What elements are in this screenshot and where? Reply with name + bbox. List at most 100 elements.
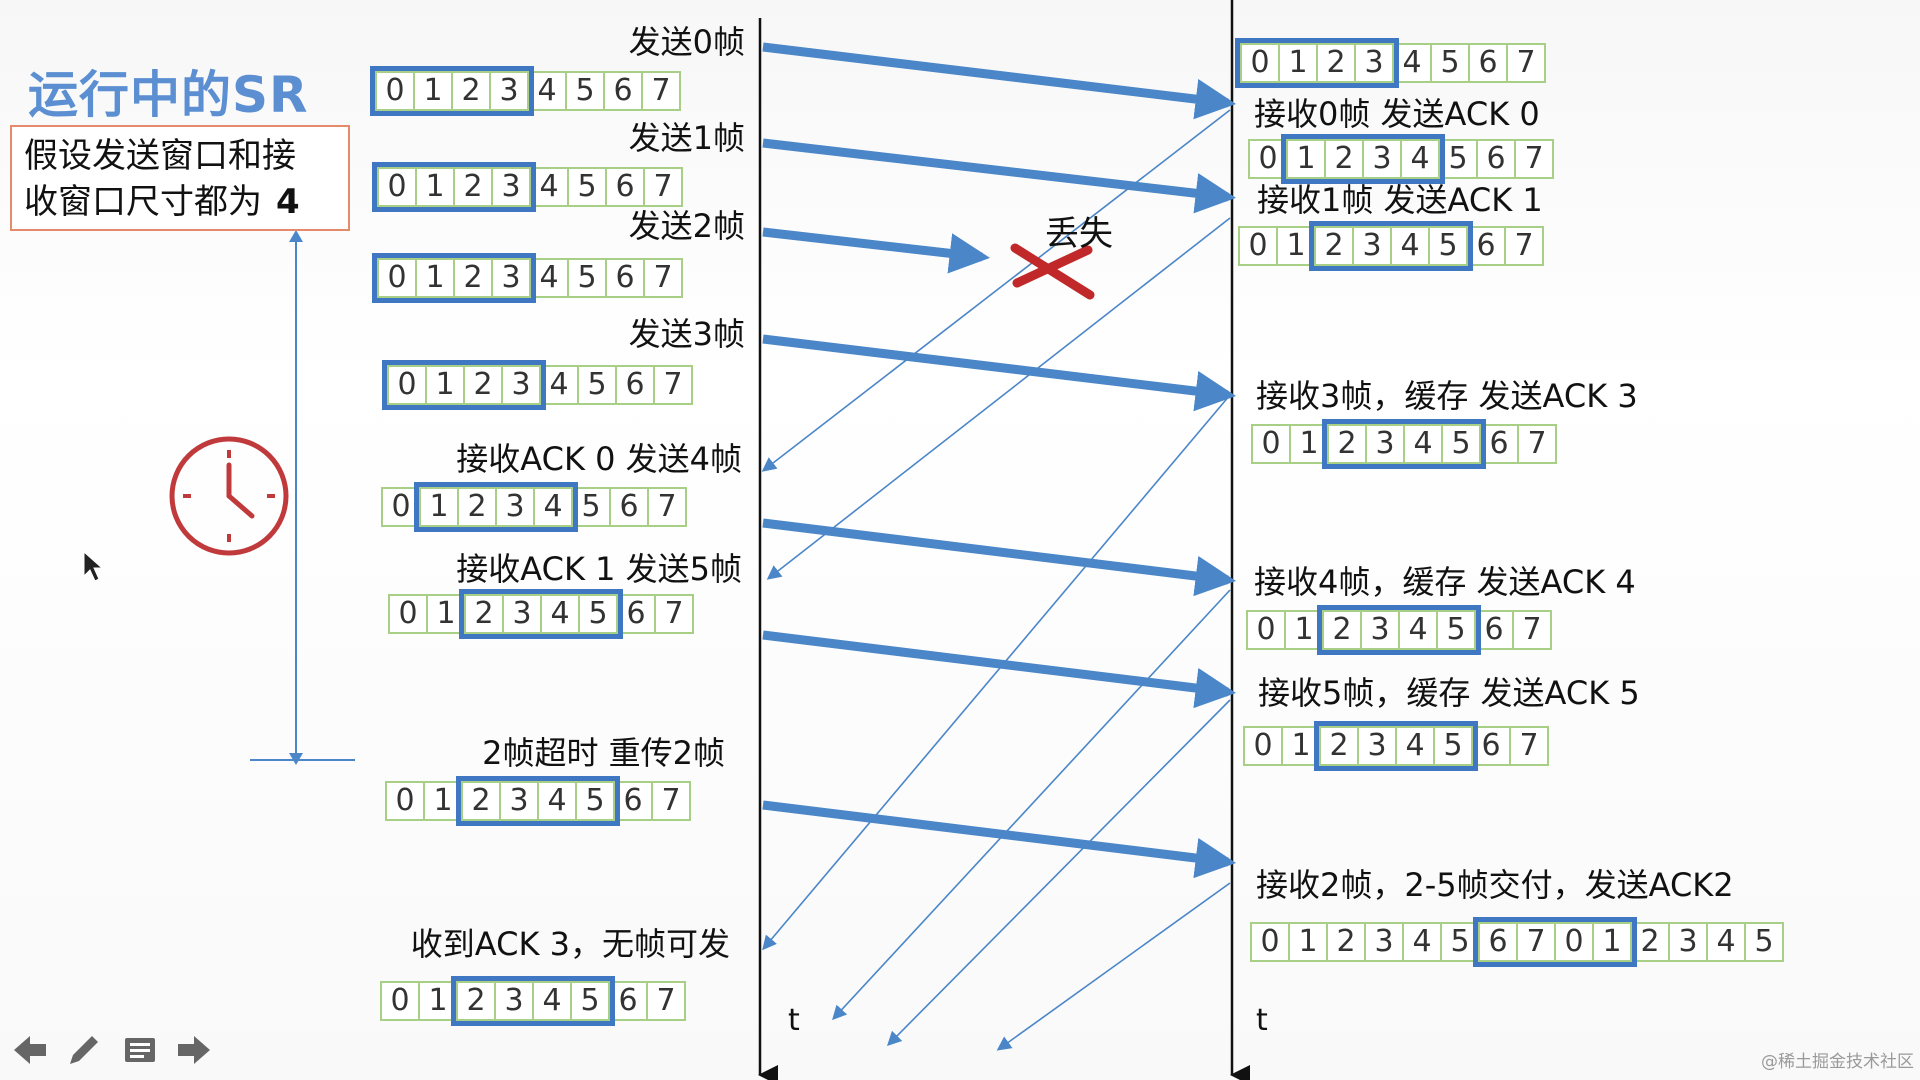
receiver-label: 接收2帧，2-5帧交付，发送ACK2 — [1256, 866, 1734, 904]
receiver-label: 接收1帧 发送ACK 1 — [1257, 181, 1543, 219]
frame-number-cell: 7 — [1509, 726, 1549, 766]
slide-menu-button[interactable] — [118, 1030, 162, 1074]
frame-number-cell: 4 — [1706, 922, 1746, 962]
frame-0-arrow — [762, 42, 1237, 120]
frame-number-cell: 0 — [377, 167, 417, 207]
frame-number-cell: 3 — [499, 781, 539, 821]
sender-label: 接收ACK 0 发送4帧 — [456, 440, 742, 478]
frame-number-cell: 6 — [603, 71, 643, 111]
frame-number-cell: 7 — [1516, 922, 1556, 962]
frame-number-cell: 0 — [387, 365, 427, 405]
pen-tool-button[interactable] — [62, 1030, 106, 1074]
frame-2-retransmit-arrow — [762, 800, 1237, 879]
frame-number-cell: 3 — [1362, 139, 1402, 179]
frame-number-cell: 6 — [1468, 43, 1508, 83]
frame-number-cell: 0 — [1554, 922, 1594, 962]
frame-number-cell: 1 — [1592, 922, 1632, 962]
frame-number-cell: 7 — [647, 487, 687, 527]
frame-number-cell: 5 — [575, 781, 615, 821]
frame-number-cell: 4 — [533, 487, 573, 527]
frame-number-cell: 5 — [577, 365, 617, 405]
frame-number-cell: 3 — [501, 365, 541, 405]
frame-number-cell: 0 — [1238, 226, 1278, 266]
frame-number-cell: 7 — [1506, 43, 1546, 83]
frame-number-cell: 2 — [1630, 922, 1670, 962]
receiver-label: 接收4帧，缓存 发送ACK 4 — [1254, 563, 1636, 601]
frame-number-cell: 6 — [615, 365, 655, 405]
ack-2-arrow — [996, 882, 1231, 1051]
frame-number-cell: 7 — [1517, 424, 1557, 464]
frame-number-cell: 7 — [643, 258, 683, 298]
frame-number-cell: 1 — [415, 258, 455, 298]
frame-2-arrow-lost — [762, 227, 991, 274]
frame-number-cell: 7 — [641, 71, 681, 111]
frame-number-cell: 7 — [654, 594, 694, 634]
frame-number-cell: 3 — [1365, 424, 1405, 464]
frame-number-cell: 7 — [646, 981, 686, 1021]
frame-number-cell: 0 — [1251, 424, 1291, 464]
frame-number-cell: 3 — [489, 71, 529, 111]
frame-number-cell: 0 — [1246, 610, 1286, 650]
frame-number-cell: 2 — [1326, 922, 1366, 962]
next-slide-button[interactable] — [172, 1030, 216, 1074]
frame-number-cell: 5 — [1433, 726, 1473, 766]
ack-3-arrow — [762, 394, 1231, 951]
frame-number-cell: 0 — [1240, 43, 1280, 83]
frame-number-cell: 0 — [385, 781, 425, 821]
frame-number-cell: 1 — [415, 167, 455, 207]
frame-number-cell: 7 — [1504, 226, 1544, 266]
frame-number-cell: 1 — [1288, 922, 1328, 962]
frame-number-cell: 1 — [1284, 610, 1324, 650]
frame-number-cell: 6 — [609, 487, 649, 527]
sender-label: 发送3帧 — [628, 315, 745, 353]
frame-number-cell: 4 — [529, 258, 569, 298]
frame-number-cell: 7 — [651, 781, 691, 821]
receiver-time-label: t — [1256, 1003, 1268, 1038]
frame-number-cell: 6 — [1471, 726, 1511, 766]
receiver-label: 接收3帧，缓存 发送ACK 3 — [1256, 377, 1638, 415]
frame-number-cell: 2 — [461, 781, 501, 821]
frame-number-cell: 5 — [567, 167, 607, 207]
frame-number-cell: 0 — [1248, 139, 1288, 179]
frame-number-cell: 3 — [1360, 610, 1400, 650]
sender-label: 收到ACK 3，无帧可发 — [410, 925, 730, 963]
sender-label: 发送1帧 — [628, 119, 745, 157]
frame-number-cell: 0 — [1250, 922, 1290, 962]
receiver-label: 接收5帧，缓存 发送ACK 5 — [1258, 674, 1640, 712]
frame-number-cell: 5 — [1430, 43, 1470, 83]
frame-number-cell: 1 — [425, 365, 465, 405]
frame-number-cell: 3 — [495, 487, 535, 527]
frame-number-cell: 5 — [1436, 610, 1476, 650]
sender-label: 2帧超时 重传2帧 — [482, 734, 725, 772]
frame-number-cell: 2 — [463, 365, 503, 405]
watermark: @稀土掘金技术社区 — [1761, 1052, 1914, 1072]
frame-number-cell: 4 — [532, 981, 572, 1021]
frame-number-cell: 1 — [423, 781, 463, 821]
prev-slide-button[interactable] — [8, 1030, 52, 1074]
frame-number-cell: 1 — [1289, 424, 1329, 464]
frame-number-cell: 1 — [418, 981, 458, 1021]
window-size-note-text: 假设发送窗口和接 收窗口尺寸都为 — [24, 136, 296, 222]
frame-number-cell: 2 — [1324, 139, 1364, 179]
frame-number-cell: 1 — [1286, 139, 1326, 179]
sender-label: 发送2帧 — [628, 207, 745, 245]
frame-5-arrow — [762, 630, 1237, 709]
frame-number-cell: 2 — [453, 167, 493, 207]
frame-number-cell: 4 — [1402, 922, 1442, 962]
frame-number-cell: 1 — [426, 594, 466, 634]
frame-number-cell: 6 — [608, 981, 648, 1021]
ack-0-arrow — [761, 109, 1231, 472]
frame-number-cell: 5 — [1440, 922, 1480, 962]
lost-cross-icon — [1010, 243, 1095, 300]
frame-number-cell: 1 — [419, 487, 459, 527]
slide-title: 运行中的SR — [28, 66, 309, 124]
frame-1-arrow — [762, 138, 1237, 214]
frame-number-cell: 2 — [1314, 226, 1354, 266]
ack-5-arrow — [886, 699, 1231, 1047]
